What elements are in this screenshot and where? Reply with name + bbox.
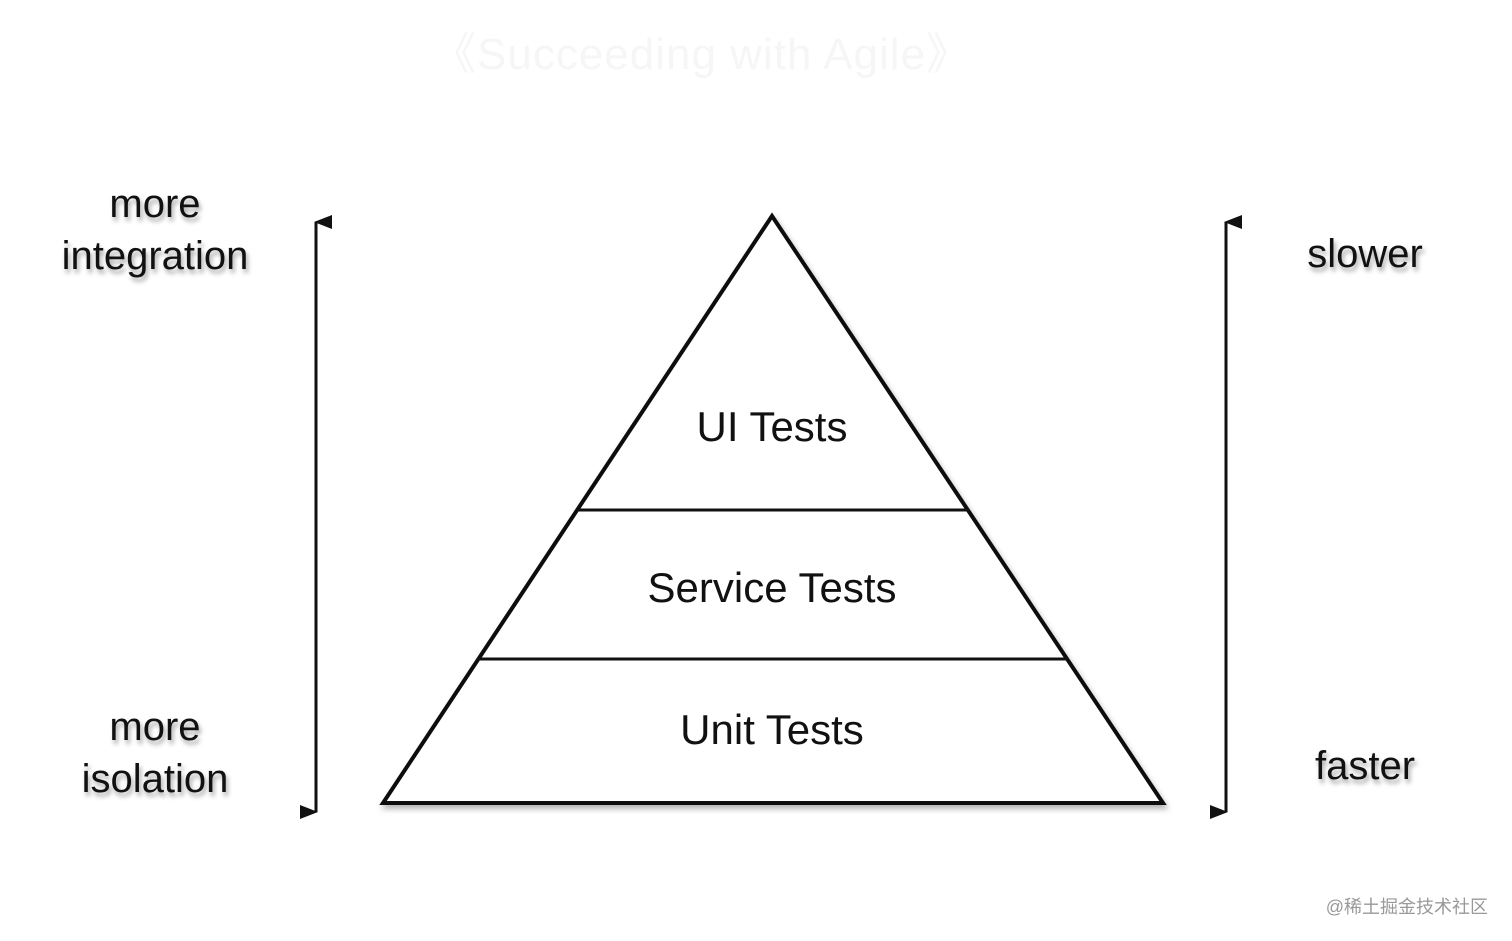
more-isolation-label: more isolation bbox=[81, 705, 229, 801]
more-integration-label: more integration bbox=[61, 182, 249, 278]
service-tests-label: Service Tests bbox=[647, 564, 897, 611]
source-title: 《Succeeding with Agile》 bbox=[432, 30, 972, 79]
watermark: @稀土掘金技术社区 bbox=[1325, 897, 1488, 917]
unit-tests-label: Unit Tests bbox=[680, 706, 864, 753]
slower-label: slower bbox=[1307, 232, 1423, 276]
ui-tests-label: UI Tests bbox=[696, 403, 848, 450]
faster-label: faster bbox=[1314, 744, 1416, 788]
